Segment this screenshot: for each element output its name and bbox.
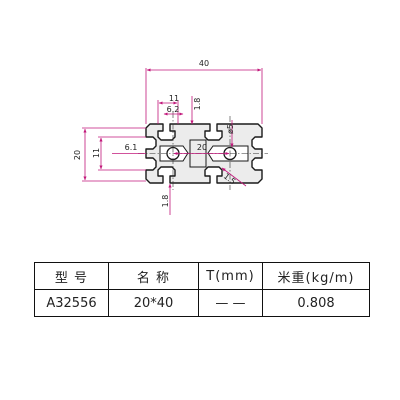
- spec-table-row: A32556 20*40 — — 0.808: [34, 289, 370, 317]
- header-thickness: T(mm): [198, 262, 263, 290]
- dim-slot-opening: 6.2: [167, 105, 180, 114]
- header-model: 型 号: [34, 262, 109, 290]
- dim-side-inner: 11: [92, 148, 101, 158]
- header-name: 名 称: [108, 262, 199, 290]
- spec-table-header-row: 型 号 名 称 T(mm) 米重(kg/m): [34, 262, 370, 290]
- dim-chamfer-leader: [221, 167, 247, 187]
- dim-overall-height: 20: [73, 150, 82, 160]
- header-weight: 米重(kg/m): [262, 262, 370, 290]
- dim-overall-width: 40: [199, 59, 209, 68]
- dim-wall-bottom: 1.8: [161, 195, 170, 208]
- spec-table: 型 号 名 称 T(mm) 米重(kg/m) A32556 20*40 — — …: [34, 262, 370, 317]
- cell-model: A32556: [34, 289, 109, 317]
- dim-side-opening: 6.1: [125, 143, 138, 152]
- dim-hole-dia: ø5: [226, 124, 235, 134]
- cell-name: 20*40: [108, 289, 199, 317]
- dim-wall-top: 1.8: [193, 98, 202, 111]
- cell-weight: 0.808: [262, 289, 370, 317]
- cell-thickness: — —: [198, 289, 263, 317]
- dim-pitch: 20: [197, 143, 207, 152]
- dim-slot-inner: 11: [169, 94, 179, 103]
- profile-drawing: 40 11 6.2 1.8 ø5 20 11 6.1 20 1.8 1.5: [73, 59, 268, 215]
